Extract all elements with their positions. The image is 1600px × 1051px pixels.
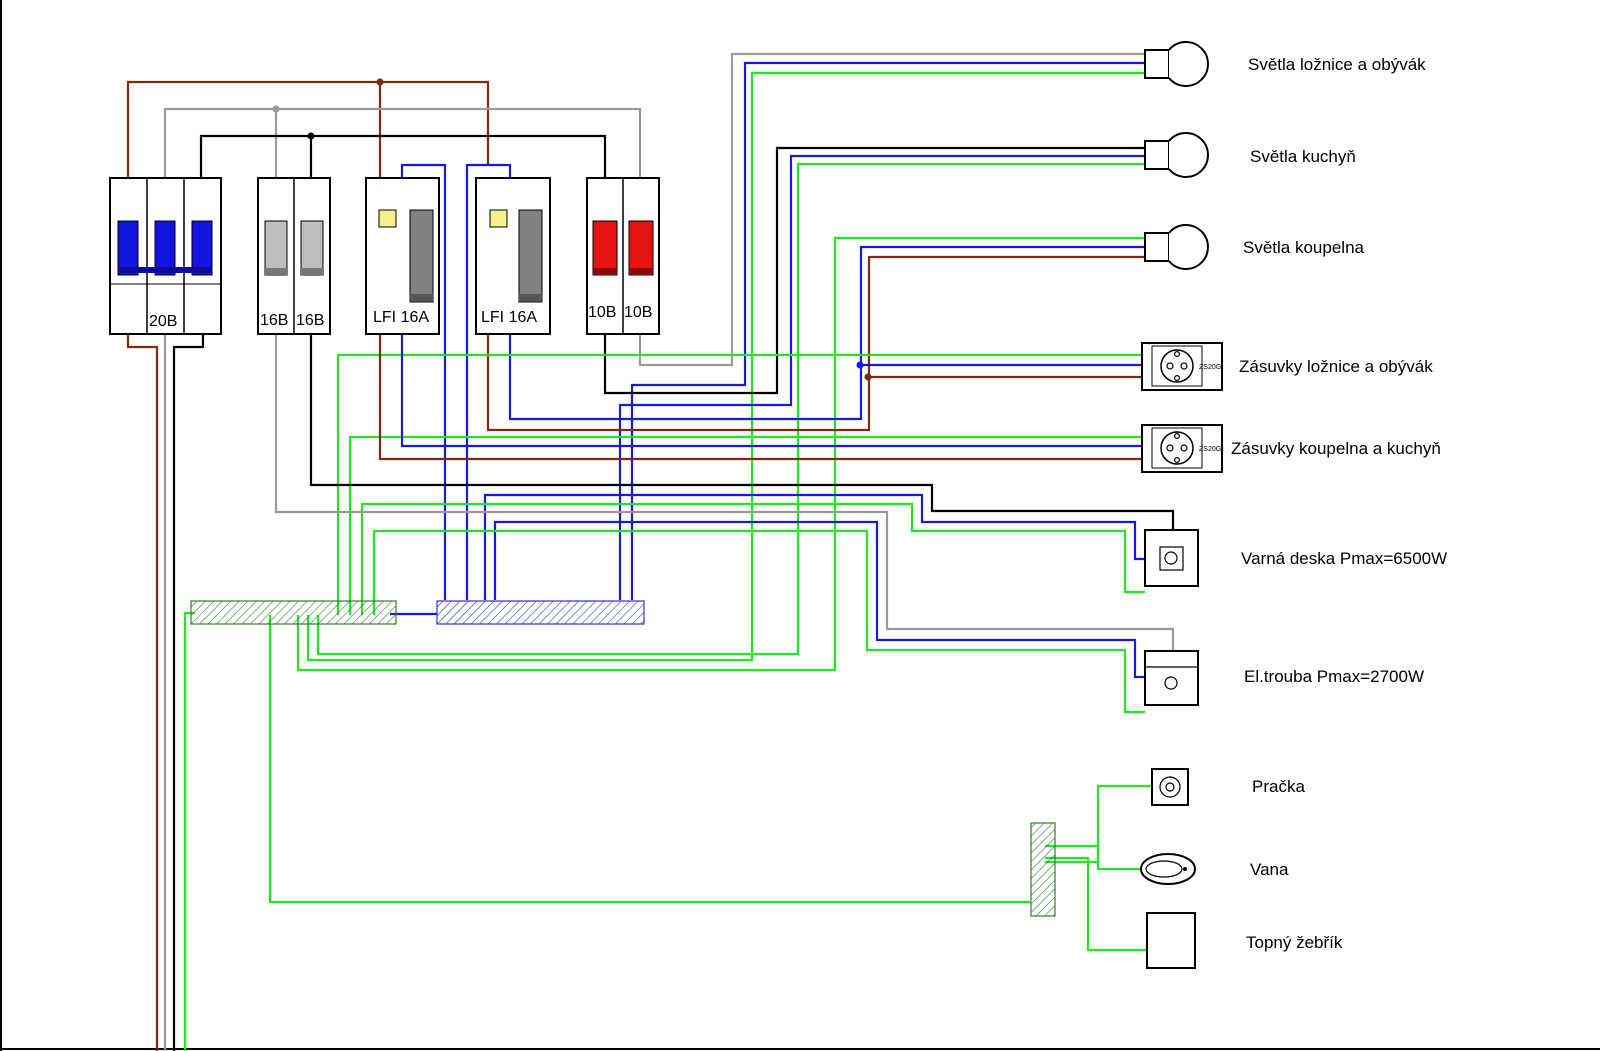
- breaker-label: 10B: [588, 304, 616, 321]
- light-bulb-icon: [1144, 224, 1209, 270]
- wire-phase: [309, 334, 1175, 529]
- breaker-lever-base: [593, 268, 617, 275]
- rcd-lever: [518, 209, 543, 303]
- rcd-2[interactable]: LFI 16A: [475, 177, 551, 335]
- breaker-tie-bar: [118, 267, 212, 273]
- wire-phase: [603, 146, 1146, 395]
- light-bulb-icon: [1144, 41, 1209, 87]
- rcd-lever-base: [519, 294, 542, 301]
- breaker-lever: [264, 220, 288, 276]
- breaker-label: 20B: [149, 313, 177, 330]
- wire-phase: [378, 334, 1145, 461]
- breaker-lever-base: [629, 268, 653, 275]
- breaker-16b-pair[interactable]: 16B 16B: [257, 177, 331, 335]
- breaker-label: 10B: [624, 304, 652, 321]
- load-label: Vana: [1250, 860, 1289, 879]
- breaker-10b-pair[interactable]: 10B 10B: [586, 177, 660, 335]
- main-breaker-3p[interactable]: 20B: [109, 177, 222, 335]
- wire-neutral: [483, 493, 1145, 600]
- wire-earth: [348, 435, 1145, 615]
- wire-phase: [274, 334, 1175, 650]
- junction-dot: [856, 361, 864, 369]
- load-label: Zásuvky koupelna a kuchyň: [1231, 439, 1441, 458]
- washing-machine-icon: [1151, 768, 1189, 806]
- bathtub-icon: [1140, 853, 1196, 885]
- wire-neutral: [630, 61, 1146, 600]
- test-button: [378, 209, 397, 228]
- wire-earth: [306, 71, 1146, 662]
- breaker-lever-base: [265, 268, 287, 275]
- socket-icon: ZS20G: [1141, 342, 1223, 391]
- breaker-lever: [628, 220, 654, 276]
- load-label: El.trouba Pmax=2700W: [1244, 667, 1424, 686]
- neutral-terminal-bar[interactable]: [436, 600, 645, 625]
- wire-earth: [1045, 844, 1142, 871]
- breaker-lever: [592, 220, 618, 276]
- rcd-label: LFI 16A: [373, 309, 429, 326]
- rcd-lever: [409, 209, 434, 303]
- wire-earth: [1045, 856, 1147, 952]
- wire-neutral: [400, 334, 1145, 448]
- rcd-lever-base: [410, 294, 433, 301]
- wire-earth: [316, 162, 1146, 656]
- socket-mark: ZS20G: [1199, 446, 1221, 453]
- load-label: Světla ložnice a obývák: [1248, 55, 1426, 74]
- pe-terminal-bar[interactable]: [190, 600, 397, 625]
- breaker-label: 16B: [260, 312, 288, 329]
- load-label: Zásuvky ložnice a obývák: [1239, 357, 1433, 376]
- junction-dot: [376, 78, 384, 86]
- breaker-lever-base: [301, 268, 323, 275]
- wire-phase: [486, 255, 1146, 432]
- wire-neutral: [465, 163, 512, 600]
- oven-outlet-icon: [1144, 650, 1199, 706]
- wire-earth: [360, 502, 1145, 615]
- load-label: Pračka: [1252, 777, 1305, 796]
- load-label: Světla kuchyň: [1250, 147, 1356, 166]
- test-button: [489, 209, 508, 228]
- wire-phase-l3-top: [199, 134, 607, 178]
- breaker-label: 16B: [296, 312, 324, 329]
- rcd-label: LFI 16A: [481, 309, 537, 326]
- wire-feeder-brown: [126, 334, 159, 1051]
- bonding-terminal-bar[interactable]: [1030, 822, 1056, 917]
- breaker-lever: [154, 220, 176, 276]
- junction-dot: [272, 105, 280, 113]
- wire-earth: [372, 529, 1145, 714]
- wire-neutral: [618, 154, 1146, 600]
- wire-earth: [268, 615, 1030, 904]
- rcd-1[interactable]: LFI 16A: [365, 177, 440, 335]
- wire-feeder-black: [172, 334, 205, 1051]
- wire-feeder-earth: [183, 611, 195, 1051]
- junction-dot: [864, 373, 872, 381]
- wire-earth: [336, 353, 1145, 615]
- wire-neutral: [400, 163, 447, 600]
- wiring: [268, 52, 1175, 952]
- wire-neutral: [493, 520, 1145, 679]
- hob-outlet-icon: [1144, 529, 1199, 587]
- wire-phase-l2-top: [163, 107, 642, 178]
- breaker-lever: [191, 220, 213, 276]
- wire-neutral: [508, 245, 1146, 421]
- load-label: Topný žebřík: [1246, 933, 1343, 952]
- feeder-cables: [126, 334, 205, 1051]
- socket-icon: ZS20G: [1141, 424, 1223, 473]
- junction-dot: [307, 132, 315, 140]
- wire-earth: [1045, 784, 1152, 864]
- wire-phase: [638, 52, 1148, 367]
- socket-mark: ZS20G: [1199, 364, 1221, 371]
- load-label: Varná deska Pmax=6500W: [1241, 549, 1447, 568]
- light-bulb-icon: [1144, 132, 1209, 178]
- supply-bars: [126, 78, 642, 178]
- wire-earth: [296, 236, 1146, 672]
- load-label: Světla koupelna: [1243, 238, 1365, 257]
- heated-towel-rail-icon: [1146, 912, 1196, 969]
- wire-phase-l1-top: [126, 80, 490, 177]
- breaker-lever: [117, 220, 139, 276]
- breaker-lever: [300, 220, 324, 276]
